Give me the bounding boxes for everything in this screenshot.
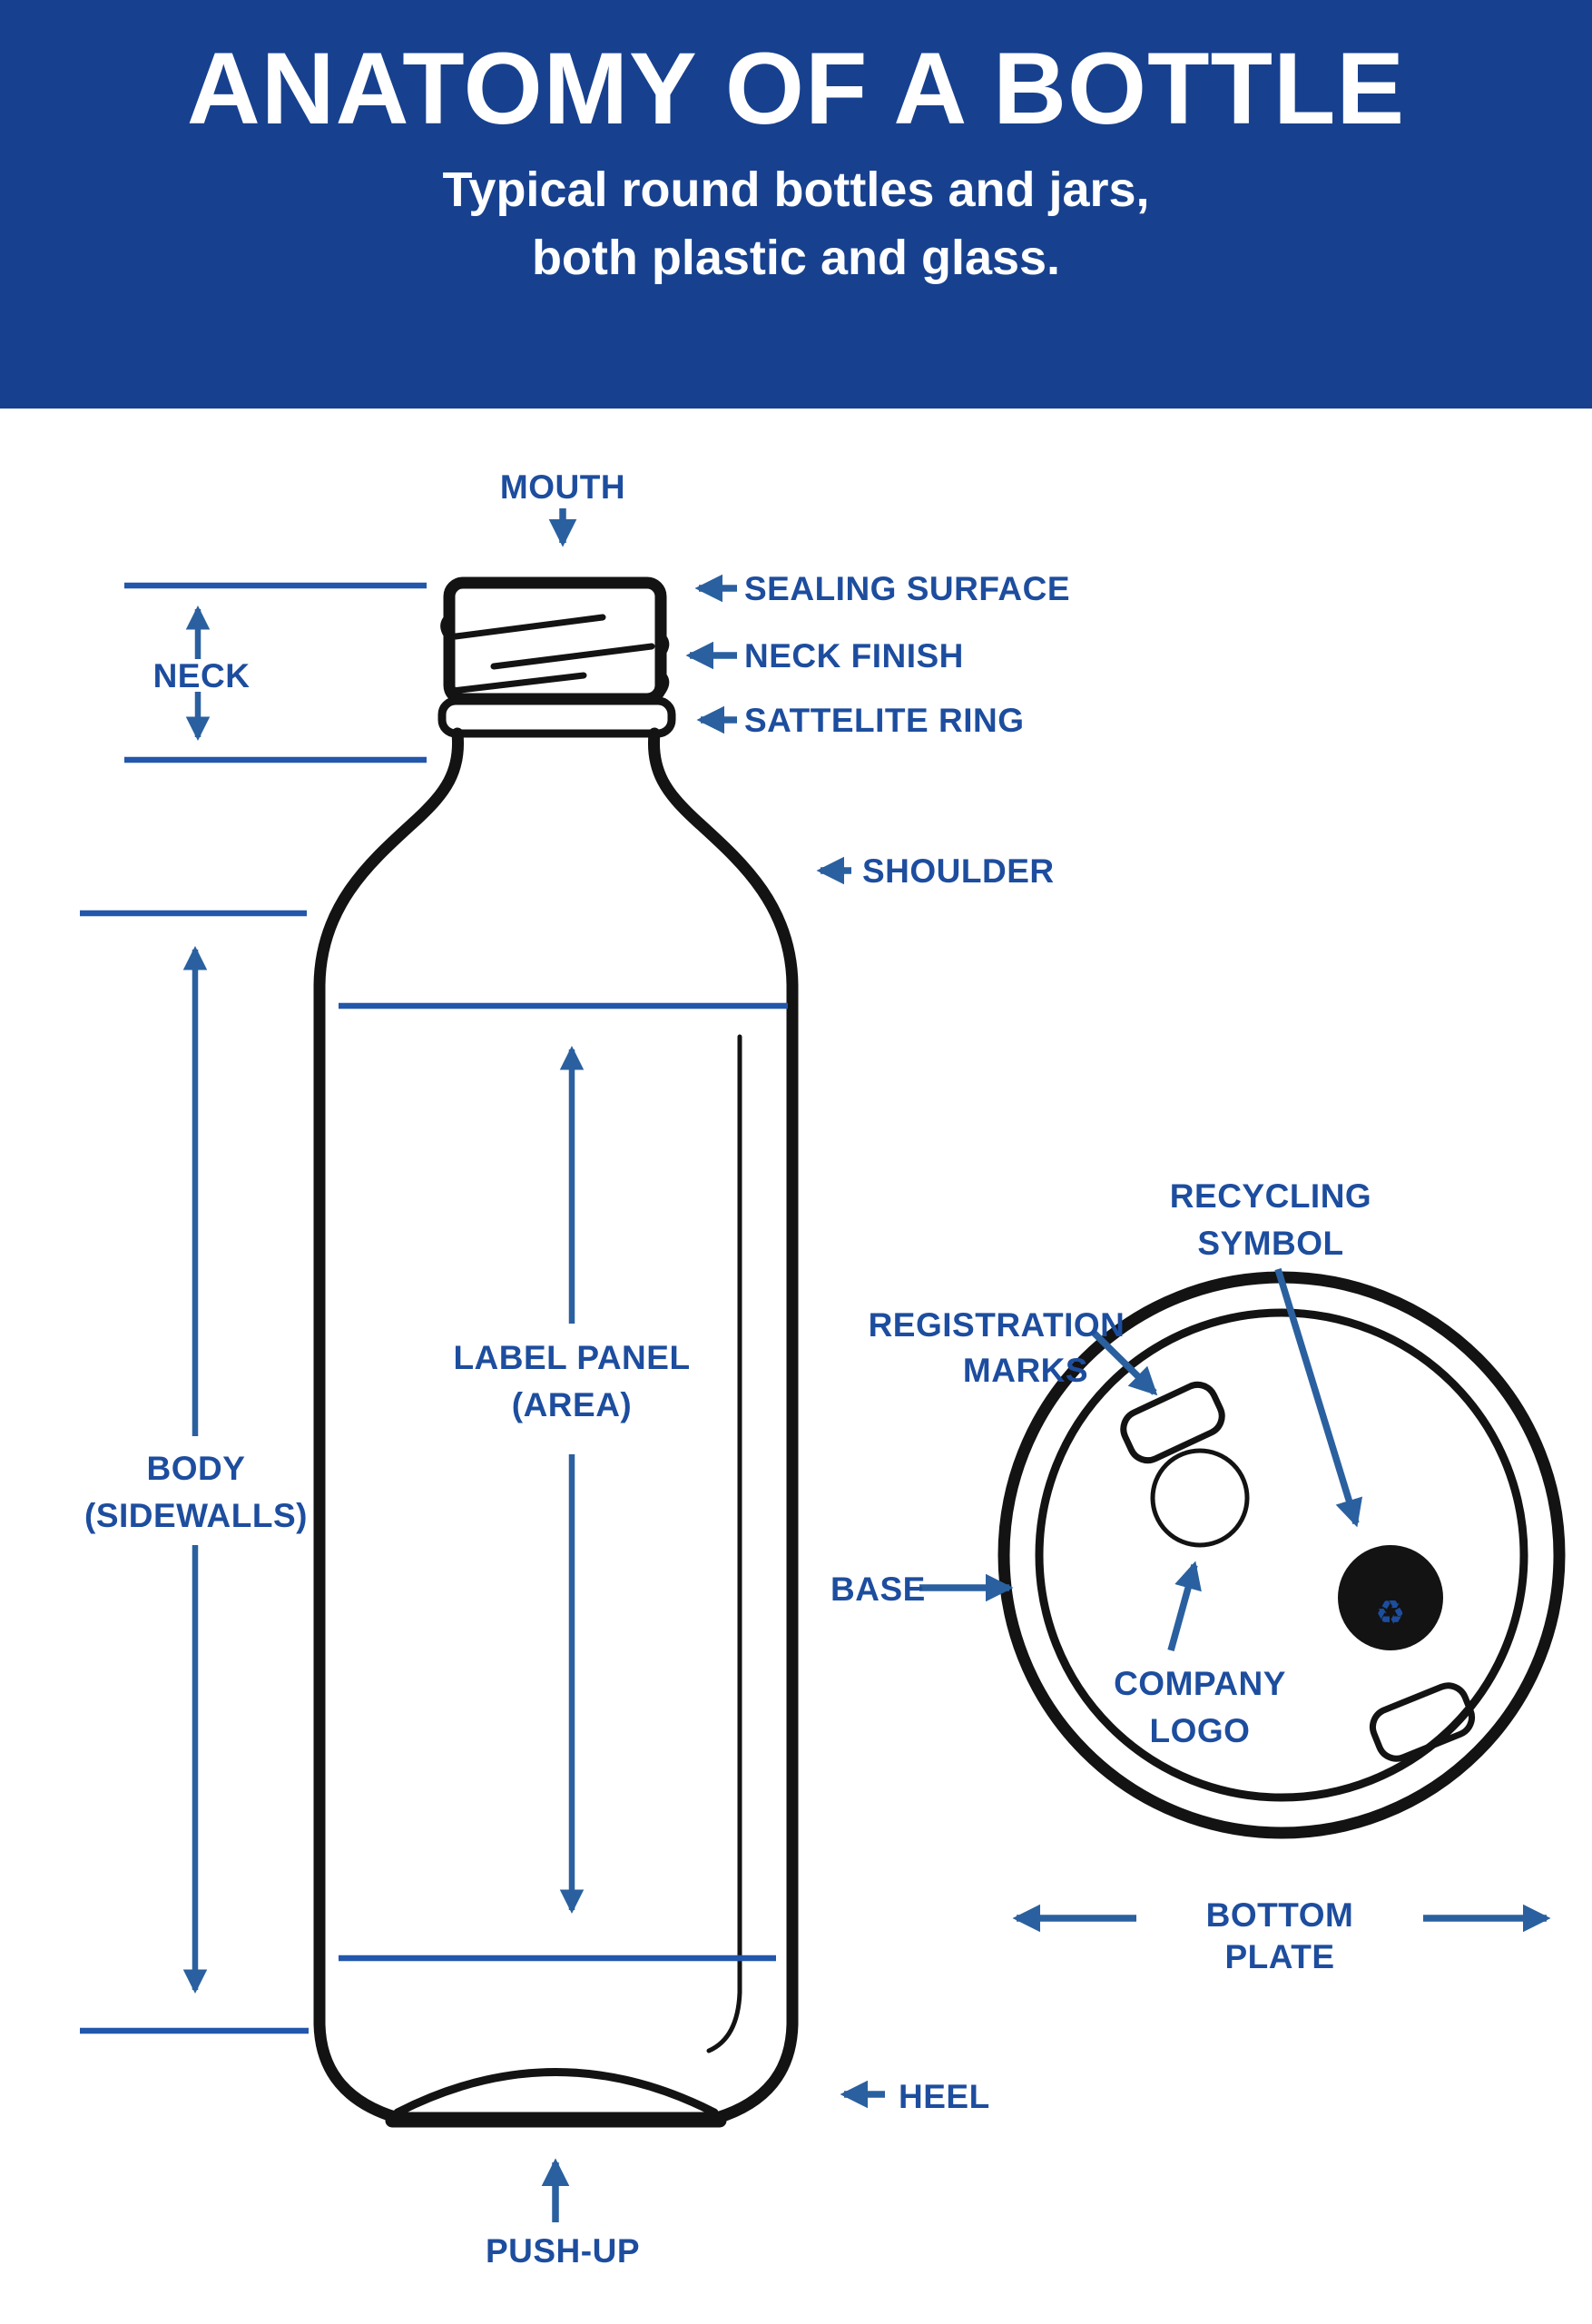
thread-line-2 [490,643,655,670]
thread-ear-left [440,611,454,641]
thread-ear-right-lower [656,668,670,696]
body-label-line2: (SIDEWALLS) [84,1497,308,1534]
registration-mark-bottom [1369,1682,1476,1762]
page-title: ANATOMY OF A BOTTLE [186,32,1406,145]
company-logo-mark [1150,1448,1250,1548]
recycling-symbol-icon: ♻ [1375,1593,1406,1632]
neck-label: NECK [153,657,251,694]
thread-ear-right-upper [656,630,670,658]
recycling-symbol-arrow [1274,1267,1363,1528]
registration-marks-arrow [1091,1330,1158,1396]
bottom-plate-label-line1: BOTTOM [1206,1896,1354,1934]
bottom-inner-circle [1035,1308,1528,1802]
bottle-side-view [313,576,799,2128]
bottle-body-outline [313,727,799,2124]
page-subtitle: Typical round bottles and jars, both pla… [0,156,1592,291]
sattelite-ring-label: SATTELITE RING [744,702,1024,739]
body-label-line1: BODY [147,1450,246,1487]
thread-line-1 [452,614,606,640]
company-logo-arrow [1167,1561,1202,1651]
recycling-symbol-mark: ♻ [1338,1545,1443,1650]
satellite-ring-outline [437,696,676,738]
pointer-arrows [541,508,885,2222]
sealing-surface-label: SEALING SURFACE [744,570,1070,607]
subtitle-line-1: Typical round bottles and jars, [442,162,1150,217]
recycling-label-line2: SYMBOL [1197,1225,1343,1262]
registration-label-line1: REGISTRATION [869,1306,1125,1344]
registration-mark-top [1120,1381,1225,1464]
subtitle-line-2: both plastic and glass. [531,230,1061,285]
bottom-view-arrows [919,1267,1551,1933]
registration-label-line2: MARKS [963,1352,1088,1389]
thread-line-3 [449,672,587,694]
heel-label: HEEL [899,2078,990,2115]
recycling-label-line1: RECYCLING [1170,1177,1371,1215]
dimension-lines [80,582,788,2034]
header-banner: ANATOMY OF A BOTTLE Typical round bottle… [0,0,1592,409]
push-up-label: PUSH-UP [486,2232,640,2270]
shoulder-label: SHOULDER [862,852,1055,890]
neck-finish-label: NECK FINISH [744,637,964,675]
inner-wall-line [706,1034,742,2053]
bottom-plate-label-line2: PLATE [1224,1938,1334,1975]
label-panel-label-line2: (AREA) [512,1386,632,1423]
push-up-arc [393,2068,719,2117]
label-panel-label-line1: LABEL PANEL [453,1339,690,1376]
company-logo-label-line1: COMPANY [1114,1665,1286,1702]
base-label: BASE [830,1571,926,1608]
mouth-label: MOUTH [500,468,625,506]
company-logo-label-line2: LOGO [1150,1712,1251,1749]
